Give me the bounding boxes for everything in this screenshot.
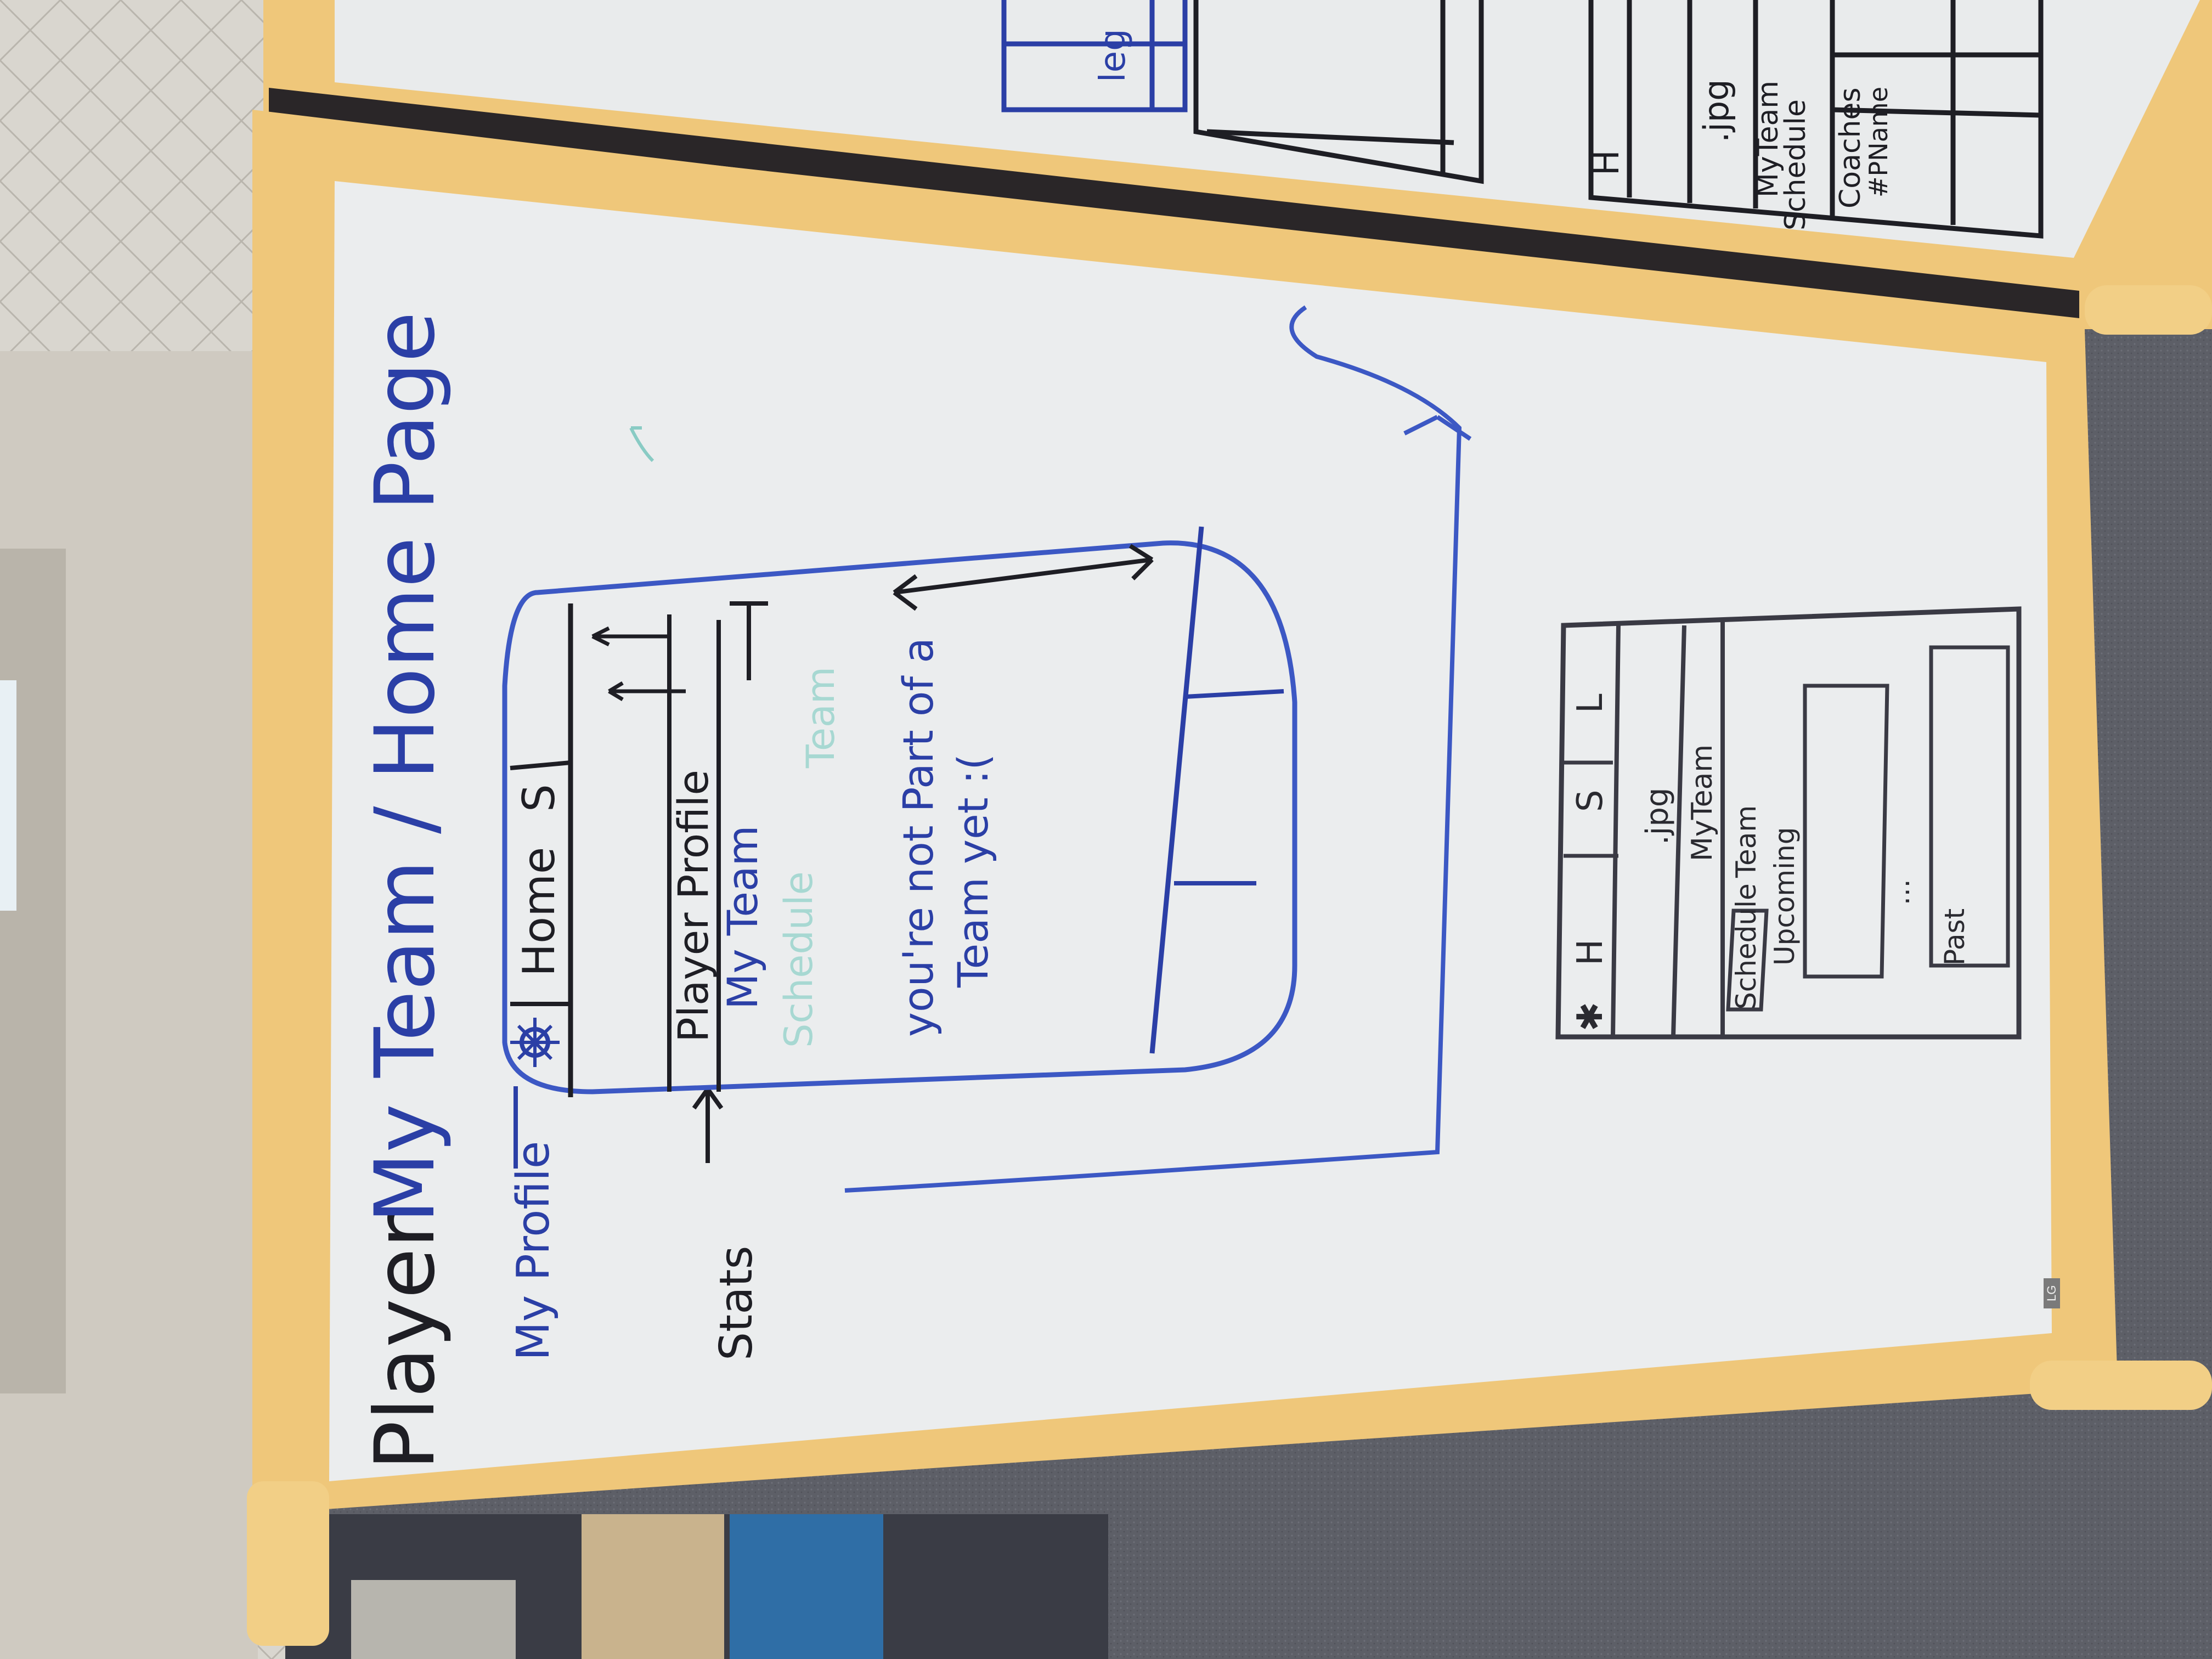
- frame-foot-top-right: [2085, 285, 2212, 335]
- header-tab-separators: [510, 760, 571, 1006]
- wireframe2-card-boxes: [1803, 645, 2010, 979]
- wireframe2-tab-separators: [1564, 760, 1618, 858]
- empty-state-line1: you're not Part of a: [894, 637, 943, 1037]
- phone-header: Home S: [510, 603, 573, 1097]
- phone-wireframe-outline: [502, 540, 1297, 1094]
- wireframe2-tab-s[interactable]: S: [1570, 789, 1611, 812]
- wall-shadow: [0, 549, 66, 1393]
- flow-arrow: [844, 305, 1462, 1193]
- back-board-surface: [335, 0, 2200, 258]
- wireframe2-upcoming[interactable]: Upcoming: [1769, 827, 1801, 966]
- menu-swipe-arrows: [591, 626, 686, 702]
- frame-foot-right: [2030, 1361, 2212, 1410]
- empty-state-line2: Team yet :(: [949, 754, 997, 988]
- nav-tab-s[interactable]: S: [514, 784, 565, 812]
- wireframe2-schedule[interactable]: Schedule: [1730, 883, 1762, 1009]
- bottom-bar-separators: [1174, 689, 1284, 885]
- back-board-pname-text: #PName: [1864, 87, 1893, 198]
- bottom-bar-divider: [1149, 526, 1204, 1054]
- phone-bottom-bar: [1149, 526, 1284, 1054]
- wireframe2-team[interactable]: Team: [1730, 805, 1762, 878]
- message-width-arrow: [893, 544, 1154, 611]
- menu-my-team[interactable]: My Team: [718, 825, 767, 1009]
- main-whiteboard: LG: [247, 110, 2212, 1646]
- window-glimpse: [0, 680, 16, 911]
- wireframe2-star-icon: ✱: [1570, 1002, 1611, 1031]
- back-board-schedule-text: Schedule: [1779, 99, 1812, 230]
- wireframe2-tab-h[interactable]: H: [1570, 939, 1611, 966]
- gear-icon[interactable]: [510, 1018, 560, 1067]
- wireframe2-my-team[interactable]: MyTeam: [1686, 744, 1719, 861]
- wireframe2-past[interactable]: Past: [1939, 909, 1971, 966]
- wireframe2-schedule-box: [1726, 909, 1769, 1012]
- nav-tab-home[interactable]: Home: [514, 847, 565, 977]
- wireframe2-jpg: .jpg: [1640, 788, 1675, 845]
- main-board-surface: [329, 181, 2052, 1481]
- phone-menu: Player Profile My Team Schedule Team: [591, 601, 843, 1092]
- menu-schedule-faded[interactable]: Schedule: [776, 871, 821, 1048]
- back-board-black-sketch: [1193, 0, 2044, 239]
- frame-leg-left: [247, 1481, 329, 1646]
- title-myteam-homepage-text: My Team / Home Page: [358, 312, 453, 1223]
- brand-tag: [2044, 1278, 2060, 1308]
- title-player-text: Player: [358, 1214, 453, 1470]
- flow-arrowhead: [1403, 415, 1472, 441]
- back-board-jpg-text: .jpg: [1696, 79, 1736, 143]
- schedule-wireframe: ✱ H S L .jpg MyTeam Schedule Team Upcomi…: [1555, 606, 2022, 1040]
- menu-row-lines: [667, 614, 721, 1092]
- wireframe2-row-lines: [1611, 620, 1725, 1037]
- teal-faded-mark: [629, 426, 654, 462]
- back-board-myteam-text: MyTeam: [1752, 81, 1785, 198]
- menu-anchor-mark: [730, 601, 768, 680]
- back-board-fragment-text: leg: [1093, 29, 1133, 82]
- wireframe2-tab-l[interactable]: L: [1570, 693, 1611, 713]
- wireframe2-ellipsis: ...: [1884, 879, 1916, 905]
- monitor-back: [351, 1580, 516, 1659]
- menu-player-profile[interactable]: Player Profile: [669, 770, 718, 1042]
- board-divider-bar: [269, 88, 2079, 318]
- menu-team-faded[interactable]: Team: [798, 667, 843, 769]
- back-board-blue-sketch: [1001, 0, 1188, 112]
- desk-surface: [582, 1514, 724, 1659]
- annotation-stats: Stats: [710, 1246, 763, 1361]
- back-board-h-text: H: [1587, 150, 1627, 176]
- brand-tag-text: LG: [2045, 1285, 2058, 1301]
- annotation-my-profile: My Profile: [507, 1141, 560, 1361]
- blue-chair: [730, 1514, 883, 1659]
- wireframe2-outline: [1555, 606, 2022, 1040]
- back-board-coaches-text: Coaches: [1834, 87, 1867, 208]
